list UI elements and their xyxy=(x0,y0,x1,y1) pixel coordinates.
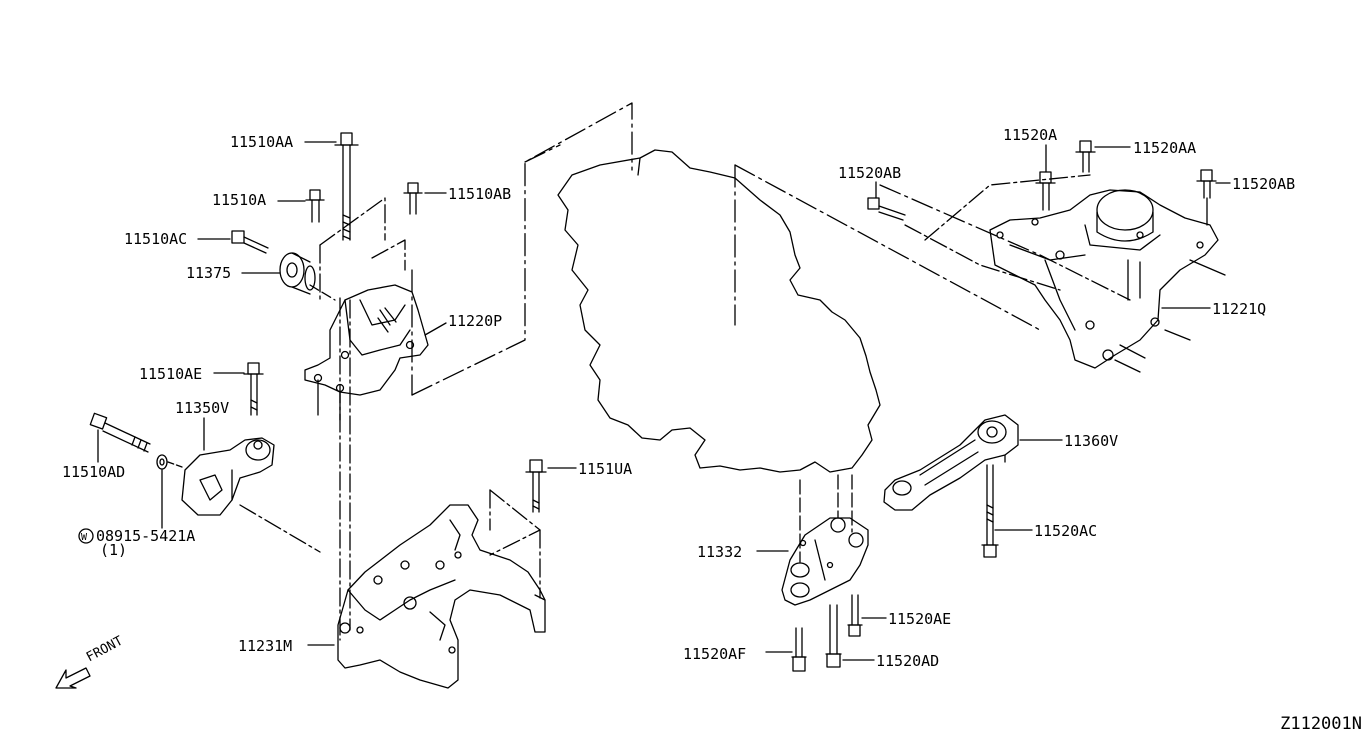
callout-08915-5421a: 08915-5421A xyxy=(96,527,196,545)
callout-11221q: 11221Q xyxy=(1212,300,1267,318)
figure-code: Z112001N xyxy=(1280,714,1362,734)
washer-symbol-icon xyxy=(79,529,93,543)
callout-11520ad: 11520AD xyxy=(876,652,940,670)
engine-reference-lines xyxy=(412,103,1040,395)
mount-11221q xyxy=(990,190,1225,372)
bolt-11510a xyxy=(306,190,324,222)
bolt-11520ac xyxy=(982,465,998,557)
engine-block-outline xyxy=(558,150,880,472)
bolt-11520a xyxy=(1036,172,1055,210)
torque-rod-11360v xyxy=(884,415,1018,510)
callout-11510a: 11510A xyxy=(212,191,267,209)
bolt-1151ua xyxy=(526,460,546,512)
bolt-11520ae xyxy=(848,595,862,636)
callout-11520a: 11520A xyxy=(1003,126,1058,144)
callout-11510aa: 11510AA xyxy=(230,133,294,151)
bolt-11510ac xyxy=(232,231,268,253)
callout-11520af: 11520AF xyxy=(683,645,747,663)
callout-11510ad: 11510AD xyxy=(62,463,126,481)
callout-11510ab: 11510AB xyxy=(448,185,512,203)
bolt-11520ab-left xyxy=(868,198,905,220)
callout-11520ae: 11520AE xyxy=(888,610,952,628)
washer-symbol-letter: W xyxy=(81,532,88,543)
bolt-11510ad xyxy=(90,413,150,452)
callout-11375: 11375 xyxy=(186,264,232,282)
bolt-11520aa xyxy=(1076,141,1095,172)
washer-08915 xyxy=(157,455,167,469)
bolt-11520af xyxy=(792,628,806,671)
bracket-11332 xyxy=(782,518,868,605)
callout-11510ac: 11510AC xyxy=(124,230,188,248)
bolt-11520ad xyxy=(826,605,841,667)
bolt-11510ae xyxy=(244,363,263,415)
bolt-11520ab-right xyxy=(1197,170,1216,198)
bolt-11510aa xyxy=(335,133,358,240)
callout-11520aa: 11520AA xyxy=(1133,139,1197,157)
callout-11510ae: 11510AE xyxy=(139,365,203,383)
callout-11350v: 11350V xyxy=(175,399,230,417)
front-arrow-icon xyxy=(56,668,90,688)
callout-11520ab-left: 11520AB xyxy=(838,164,902,182)
callout-11332: 11332 xyxy=(697,543,743,561)
callout-11520ac: 11520AC xyxy=(1034,522,1098,540)
callout-11231m: 11231M xyxy=(238,637,293,655)
bracket-11231m xyxy=(338,505,545,688)
callout-11520ab-right: 11520AB xyxy=(1232,175,1296,193)
callout-1151ua: 1151UA xyxy=(578,460,633,478)
bushing-11375 xyxy=(280,253,315,294)
bolt-11510ab xyxy=(404,183,422,214)
bracket-11220p xyxy=(305,285,428,420)
callout-11220p: 11220P xyxy=(448,312,503,330)
callout-11360v: 11360V xyxy=(1064,432,1119,450)
mount-11350v xyxy=(182,438,274,515)
callout-08915-qty: (1) xyxy=(100,541,128,559)
